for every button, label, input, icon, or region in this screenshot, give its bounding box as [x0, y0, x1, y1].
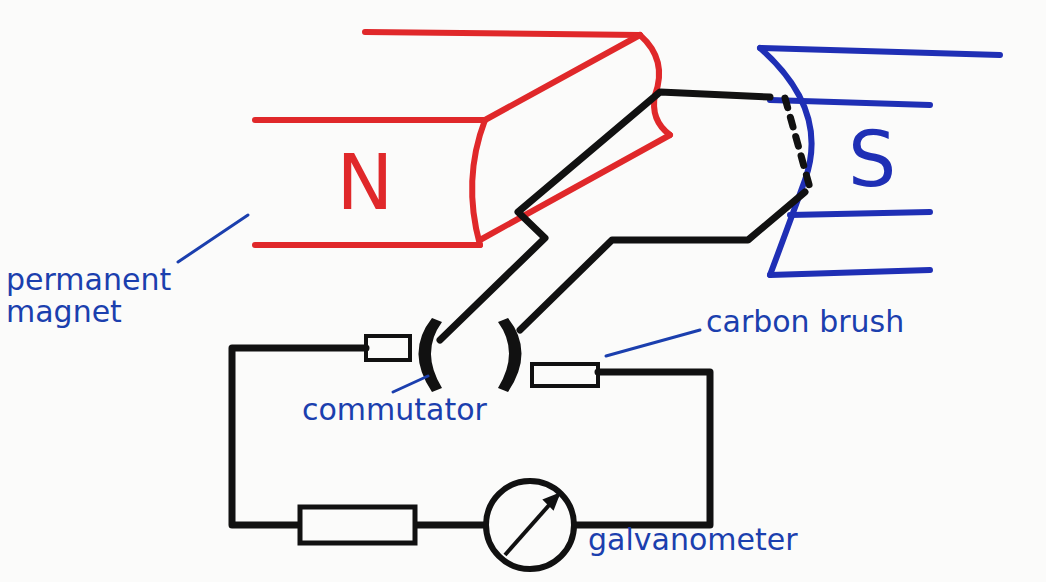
- leader-line: [178, 215, 700, 392]
- part-label: carbon brush: [706, 306, 904, 338]
- part-label: commutator: [302, 394, 487, 426]
- commutator-segments: [419, 318, 522, 392]
- south-pole-magnet: [760, 48, 1000, 275]
- armature-coil: [440, 92, 810, 340]
- resistor-symbol: [300, 507, 415, 543]
- external-circuit: [232, 348, 710, 525]
- galvanometer-symbol: [486, 481, 574, 569]
- part-label: permanent magnet: [6, 264, 246, 327]
- pole-letter: S: [848, 122, 896, 198]
- magnet-pole: S: [812, 112, 932, 208]
- pole-letter: N: [337, 145, 394, 221]
- magnet-pole: N: [290, 125, 440, 240]
- part-label: galvanometer: [588, 524, 798, 556]
- carbon-brush: [366, 336, 598, 386]
